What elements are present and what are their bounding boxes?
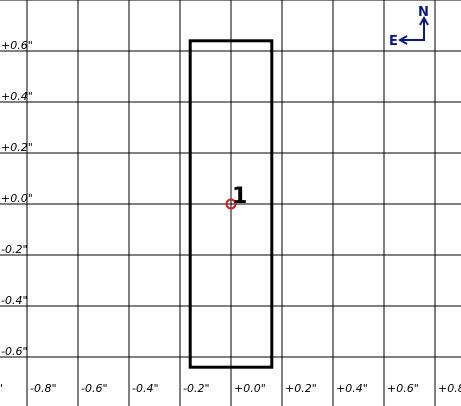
- east-arrowhead: [397, 35, 408, 45]
- compass-icon: N E: [389, 5, 429, 49]
- compass-east-label: E: [389, 34, 398, 49]
- y-tick-label: -0.6": [1, 345, 28, 358]
- y-tick-label: -0.4": [1, 294, 28, 307]
- x-tick-label: +0.8": [438, 382, 461, 395]
- compass-north-label: N: [418, 5, 429, 20]
- x-tick-label: -0.4": [132, 382, 159, 395]
- y-tick-label: +0.0": [1, 192, 33, 205]
- y-tick-label: +0.4": [1, 90, 33, 103]
- y-tick-label: +0.6": [1, 39, 33, 52]
- source-marker: [225, 198, 237, 210]
- y-tick-label: +0.2": [1, 141, 33, 154]
- y-tick-label: +0.8": [1, 0, 33, 1]
- x-axis-labels: -0.8" -0.6" -0.4" -0.2" +0.0" +0.2" +0.4" +0.6"…: [0, 382, 461, 395]
- x-tick-label: +0.4": [336, 382, 368, 395]
- y-axis-labels: +0.8" +0.6" +0.4" +0.2" +0.0" -0.2" -0.4" -0.6": [1, 0, 33, 358]
- x-tick-label: +0.0": [234, 382, 266, 395]
- source-label: 1: [232, 184, 247, 209]
- compass-arrows: [402, 20, 425, 41]
- x-tick-label: +0.2": [285, 382, 317, 395]
- x-tick-label: -0.8": [30, 382, 57, 395]
- x-tick-label: +0.6": [387, 382, 419, 395]
- y-tick-label: -0.2": [1, 243, 28, 256]
- x-tick-label-edge: ": [0, 382, 3, 395]
- x-tick-label: -0.6": [81, 382, 108, 395]
- north-arrowhead: [419, 15, 429, 26]
- x-tick-label: -0.2": [183, 382, 210, 395]
- slit-outline: [188, 39, 274, 369]
